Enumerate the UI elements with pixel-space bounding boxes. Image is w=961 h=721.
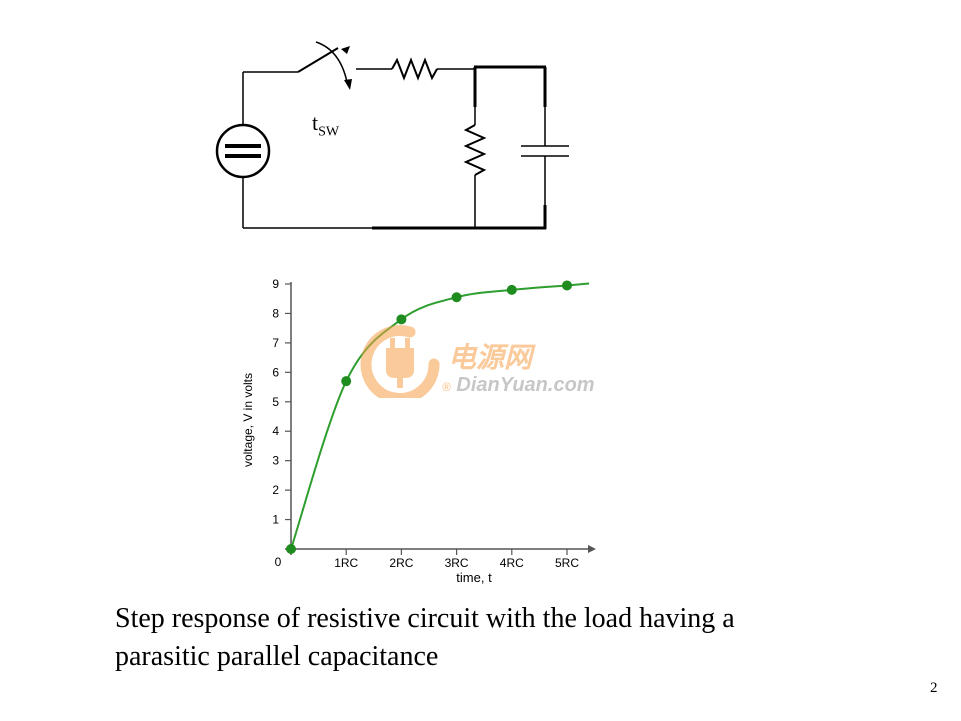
watermark-english-text: ® DianYuan.com: [442, 374, 595, 397]
data-point: [451, 292, 462, 303]
voltage-source-icon: [215, 123, 271, 179]
step-response-chart: 1 2 3 4 5 6 7 8 9 1RC 2RC 3RC 4RC 5RC voltage, V in v…: [241, 277, 596, 585]
data-point: [396, 314, 407, 325]
caption-line-2: parasitic parallel capacitance: [115, 641, 439, 672]
circuit-diagram: [190, 22, 570, 262]
switch-label-main: t: [312, 110, 319, 135]
x-tick-label: 2RC: [389, 556, 413, 570]
switch-label-sub: SW: [318, 124, 340, 140]
x-tick-label: 4RC: [500, 556, 524, 570]
circuit-background: [190, 22, 570, 262]
x-axis-label: time, t: [456, 570, 492, 585]
chart-ticks: 1 2 3 4 5 6 7 8 9 1RC 2RC 3RC 4RC 5RC: [272, 277, 579, 570]
switch-icon: [297, 41, 352, 90]
y-axis-label: voltage, V in volts: [241, 373, 255, 467]
watermark-chinese-text: 电源网: [448, 341, 533, 374]
y-tick-label: 7: [272, 336, 279, 350]
y-tick-label: 6: [272, 365, 279, 379]
caption-line-1: Step response of resistive circuit with …: [115, 603, 735, 634]
watermark-domain: DianYuan.com: [456, 374, 595, 396]
watermark-registered-mark: ®: [442, 380, 451, 394]
y-tick-label: 5: [272, 395, 279, 409]
data-point: [341, 376, 352, 387]
x-tick-label: 3RC: [445, 556, 469, 570]
origin-label: 0: [275, 555, 282, 569]
data-point: [562, 280, 572, 291]
chart-axes: [285, 282, 596, 555]
y-tick-label: 1: [272, 513, 279, 527]
load-resistor-icon: [463, 124, 487, 176]
data-point: [286, 544, 296, 554]
y-tick-label: 3: [272, 454, 279, 468]
y-tick-label: 9: [272, 277, 279, 291]
series-resistor-icon: [391, 57, 438, 81]
x-tick-label: 5RC: [555, 556, 579, 570]
watermark-logo: 电源网 ® DianYuan.com: [350, 318, 595, 404]
page-number: 2: [930, 680, 938, 696]
y-tick-label: 8: [272, 306, 279, 320]
y-tick-label: 2: [272, 483, 279, 497]
switch-time-label: tSW: [312, 110, 339, 140]
data-point: [506, 284, 517, 295]
x-tick-label: 1RC: [334, 556, 358, 570]
y-tick-label: 4: [272, 424, 279, 438]
slide-caption: Step response of resistive circuit with …: [115, 600, 875, 676]
chart-plot-area: [286, 280, 590, 554]
plug-logo-icon: [360, 325, 440, 404]
x-axis-arrow: [588, 545, 596, 553]
